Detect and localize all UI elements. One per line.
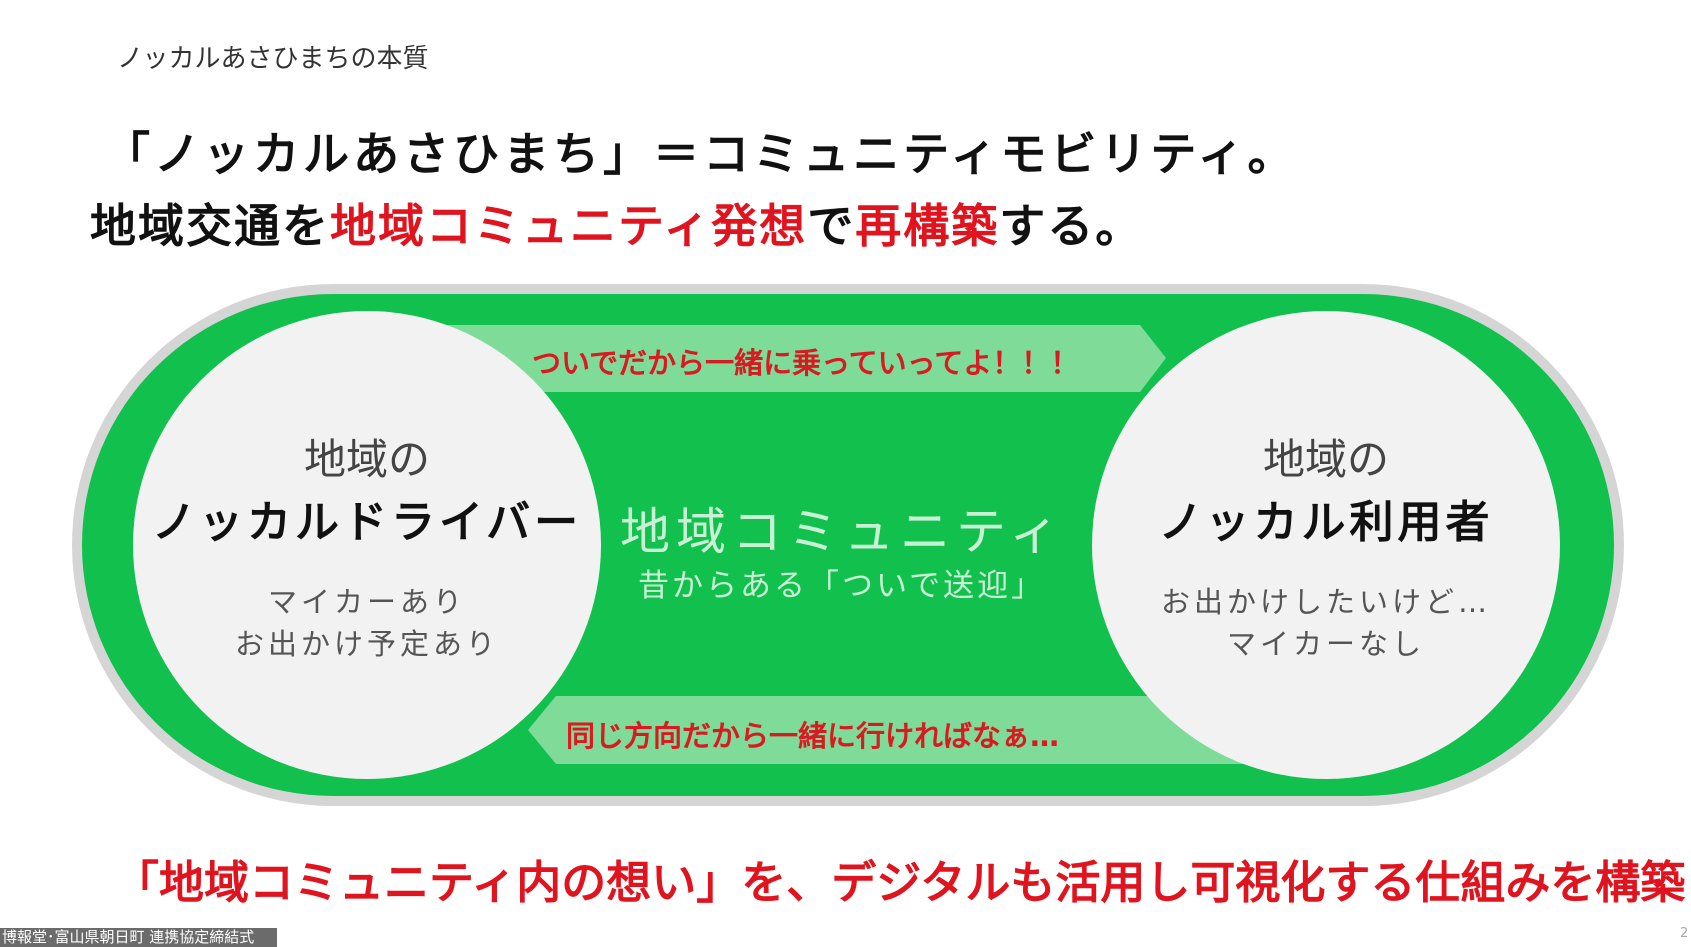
section-label: ノッカルあさひまちの本質 [117, 44, 429, 74]
left-circle-title: ノッカルドライバー [151, 497, 583, 548]
title-highlight: 再構築 [855, 199, 1000, 253]
title-text: で [807, 199, 856, 253]
bottom-arrow [528, 696, 1290, 764]
bottom-arrow-label: 同じ方向だから一緒に行ければなぁ… [566, 719, 1060, 753]
title-highlight: 地域コミュニティ発想 [330, 199, 808, 253]
title-text: する。 [999, 199, 1144, 253]
right-circle-title: ノッカル利用者 [1158, 497, 1494, 548]
title-line-1: 「ノッカルあさひまち」＝コミュニティモビリティ。 [104, 127, 1298, 181]
title-text: 地域交通を [90, 199, 330, 253]
left-circle [133, 311, 601, 779]
left-circle-desc2: お出かけ予定あり [234, 627, 499, 661]
center-subtitle: 昔からある「ついで送迎」 [638, 568, 1046, 604]
left-circle-desc1: マイカーあり [267, 585, 466, 619]
footer-caption: 博報堂･富山県朝日町 連携協定締結式 [0, 928, 277, 947]
top-arrow-label: ついでだから一緒に乗っていってよ！！！ [532, 346, 1080, 380]
right-circle-line1: 地域の [1262, 435, 1389, 484]
center-title: 地域コミュニティ [620, 503, 1065, 561]
left-circle-line1: 地域の [303, 435, 430, 484]
right-circle-desc1: お出かけしたいけど… [1160, 585, 1491, 619]
title-line-2: 地域交通を地域コミュニティ発想で再構築する。 [90, 190, 1143, 256]
right-circle [1092, 311, 1560, 779]
page-number: 2 [1680, 926, 1689, 941]
bottom-message: 「地域コミュニティ内の想い」を、デジタルも活用し可視化する仕組みを構築 [114, 856, 1686, 909]
right-circle-desc2: マイカーなし [1226, 627, 1425, 661]
top-arrow [400, 325, 1166, 392]
